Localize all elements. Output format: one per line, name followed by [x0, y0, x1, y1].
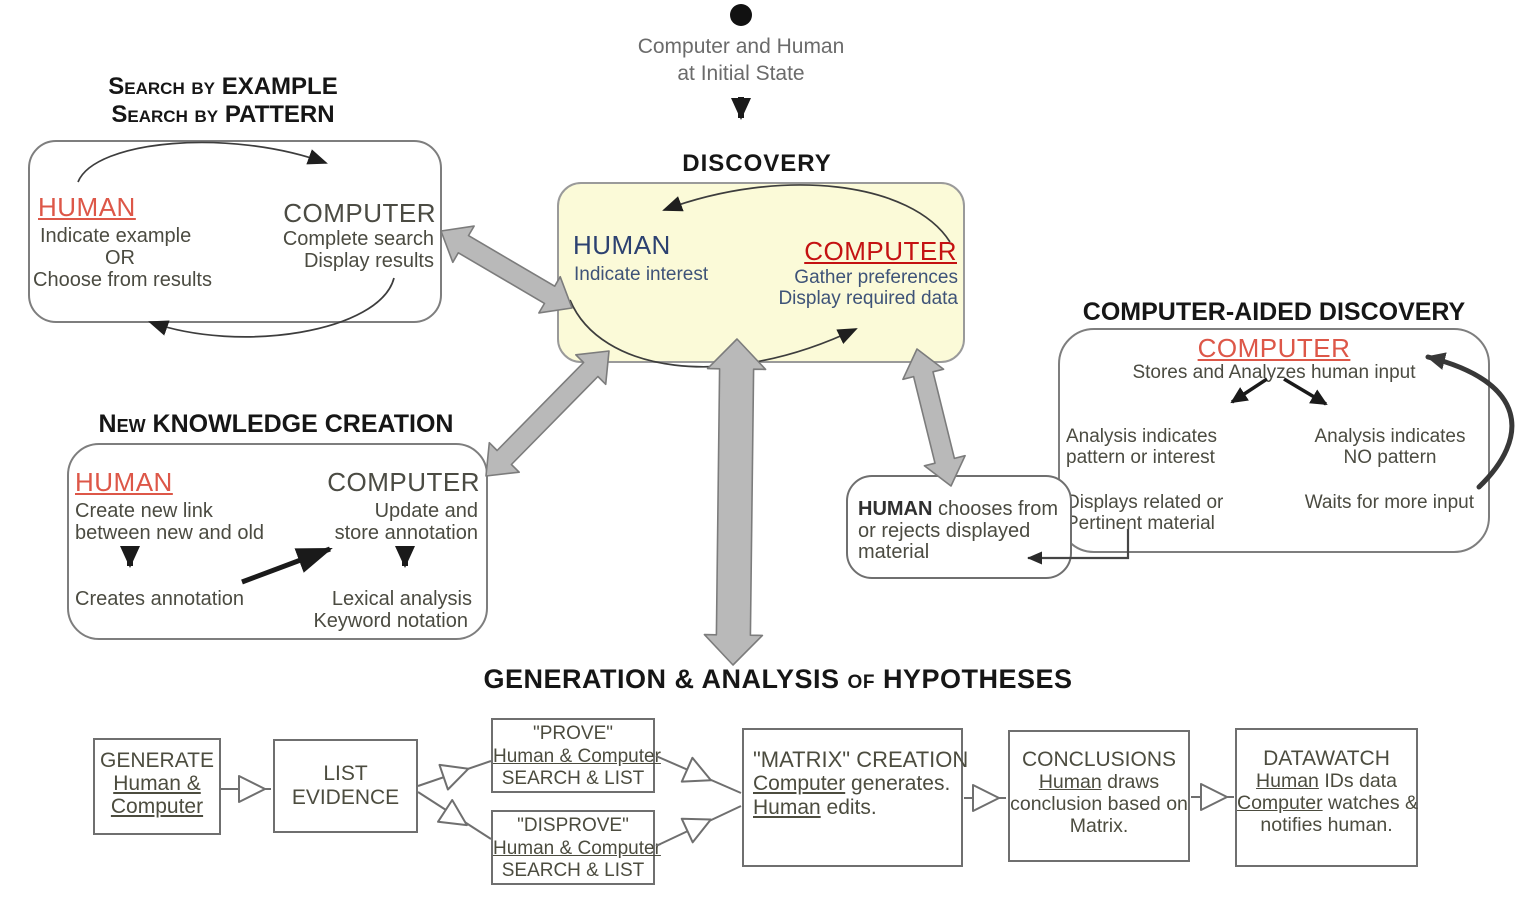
prove-line1: "PROVE" [532, 723, 613, 744]
prove-box: "PROVE" Human & Computer SEARCH & LIST [491, 718, 661, 793]
conclusions-box: CONCLUSIONS Human draws conclusion based… [1008, 730, 1190, 862]
cad-branch-left-line1: Analysis indicates [1066, 426, 1218, 447]
disprove-line1: "DISPROVE" [517, 815, 629, 836]
flow-arrowhead-generate-list [238, 775, 266, 803]
nk-computer-action1: Update and [374, 500, 478, 522]
list-evidence-box: LIST EVIDENCE [273, 739, 418, 833]
flow-arrowhead-disprove-matrix [680, 817, 712, 844]
discovery-computer-action1: Gather preferences [794, 267, 958, 288]
generate-line2: Human & [113, 772, 201, 795]
cad-title: COMPUTER-AIDED DISCOVERY [1082, 298, 1466, 326]
initial-state-label: Computer and Human at Initial State [591, 33, 891, 87]
new-knowledge-title: New KNOWLEDGE CREATION [98, 410, 454, 438]
search-human-heading: HUMAN [38, 192, 136, 222]
disprove-line2: Human & Computer [493, 837, 661, 859]
matrix-line3: Human edits. [753, 796, 877, 819]
gray-arrow-discovery-human-chooses [902, 348, 966, 487]
discovery-computer-heading: COMPUTER [804, 236, 957, 266]
search-box: HUMAN Indicate example OR Choose from re… [28, 140, 442, 323]
cad-subtitle: Stores and Analyzes human input [1132, 362, 1416, 383]
nk-human-action1: Create new link [75, 500, 213, 522]
nk-human-action2: between new and old [75, 522, 265, 544]
nk-human-heading: HUMAN [75, 467, 173, 497]
human-chooses-line2: or rejects displayed [858, 519, 1031, 542]
discovery-box: HUMAN Indicate interest COMPUTER Gather … [557, 182, 965, 363]
discovery-human-action: Indicate interest [574, 264, 709, 285]
cad-branch-left-line2: pattern or interest [1066, 447, 1215, 468]
flow-arrowhead-matrix-conclusions [972, 784, 1000, 812]
flow-arrowhead-prove-matrix [680, 756, 712, 783]
cad-result-left-line2: Pertinent material [1066, 513, 1215, 534]
prove-line3: SEARCH & LIST [501, 768, 645, 789]
list-evidence-line2: EVIDENCE [291, 786, 400, 809]
cad-branch-right: Analysis indicates NO pattern [1310, 426, 1470, 468]
gray-arrow-discovery-hypotheses [703, 338, 767, 666]
conclusions-line1: CONCLUSIONS [1021, 748, 1177, 771]
matrix-creation-box: "MATRIX" CREATION Computer generates. Hu… [742, 728, 969, 867]
nk-computer-heading: COMPUTER [327, 467, 480, 497]
nk-computer-result2: Keyword notation [313, 610, 468, 632]
search-title-line1: Search by EXAMPLE [108, 73, 338, 100]
initial-state-dot [730, 4, 752, 26]
datawatch-line4: notifies human. [1260, 814, 1393, 836]
new-knowledge-box: HUMAN Create new link between new and ol… [67, 443, 488, 640]
flow-arrowhead-conclusions-datawatch [1200, 783, 1228, 811]
search-computer-action1: Complete search [282, 228, 434, 250]
search-human-action1: Indicate example [40, 225, 192, 247]
gray-arrow-search-discovery [440, 225, 573, 314]
search-title: Search by EXAMPLE Search by PATTERN [70, 73, 376, 129]
cad-branch-right-line1: Analysis indicates [1314, 426, 1466, 447]
nk-computer-result1: Lexical analysis [331, 588, 472, 610]
generate-line1: GENERATE [100, 749, 214, 772]
discovery-title: DISCOVERY [682, 150, 832, 177]
cad-computer-heading: COMPUTER [1197, 333, 1351, 363]
flow-arrowhead-list-disprove [437, 799, 468, 827]
flow-connector-list-prove [417, 760, 492, 787]
nk-computer-action2: store annotation [334, 522, 478, 544]
search-title-line2: Search by PATTERN [111, 101, 335, 128]
flow-connector-prove-matrix [655, 755, 742, 794]
datawatch-line3: Computer watches & [1237, 792, 1419, 814]
disprove-line3: SEARCH & LIST [501, 860, 645, 881]
prove-line2: Human & Computer [493, 745, 661, 767]
cad-branch-left: Analysis indicates pattern or interest [1066, 426, 1217, 468]
list-evidence-line1: LIST [323, 762, 368, 785]
search-computer-heading: COMPUTER [283, 198, 436, 228]
search-computer-action2: Display results [303, 250, 434, 272]
cad-box: COMPUTER Stores and Analyzes human input… [1058, 328, 1490, 553]
conclusions-line3: conclusion based on [1010, 793, 1188, 815]
conclusions-line4: Matrix. [1069, 815, 1129, 837]
generate-box: GENERATE Human & Computer [93, 738, 221, 835]
datawatch-line2: Human IDs data [1256, 770, 1397, 792]
flow-connector-disprove-matrix [655, 805, 742, 847]
datawatch-line1: DATAWATCH [1263, 747, 1390, 770]
datawatch-box: DATAWATCH Human IDs data Computer watche… [1235, 728, 1418, 867]
search-human-or: OR [105, 247, 135, 269]
flow-arrowhead-list-prove [438, 763, 470, 791]
cad-branch-right-line2: NO pattern [1343, 447, 1437, 468]
gray-arrow-discovery-new-knowledge [485, 350, 610, 477]
human-chooses-line1: HUMAN chooses from [858, 498, 1059, 520]
matrix-line2: Computer generates. [753, 772, 951, 795]
initial-state-line1: Computer and Human [637, 35, 845, 58]
discovery-human-heading: HUMAN [573, 230, 671, 260]
initial-state-line2: at Initial State [677, 62, 805, 85]
cad-result-left-line1: Displays related or [1066, 492, 1224, 513]
disprove-box: "DISPROVE" Human & Computer SEARCH & LIS… [491, 810, 661, 885]
nk-human-result: Creates annotation [75, 588, 245, 610]
cad-result-right: Waits for more input [1304, 492, 1474, 513]
cad-result-left: Displays related or Pertinent material [1066, 492, 1223, 534]
generate-line3: Computer [110, 795, 204, 818]
human-chooses-line3: material [858, 541, 930, 563]
human-chooses-text: HUMAN chooses from or rejects displayed … [858, 498, 1059, 564]
conclusions-line2: Human draws [1038, 771, 1160, 793]
human-chooses-box: HUMAN chooses from or rejects displayed … [846, 475, 1072, 579]
matrix-line1: "MATRIX" CREATION [753, 747, 969, 772]
hypotheses-title: GENERATION & ANALYSIS of HYPOTHESES [483, 664, 1073, 694]
discovery-computer-action2: Display required data [778, 288, 958, 309]
search-human-action2: Choose from results [33, 269, 212, 291]
flow-connector-list-disprove [417, 791, 492, 840]
